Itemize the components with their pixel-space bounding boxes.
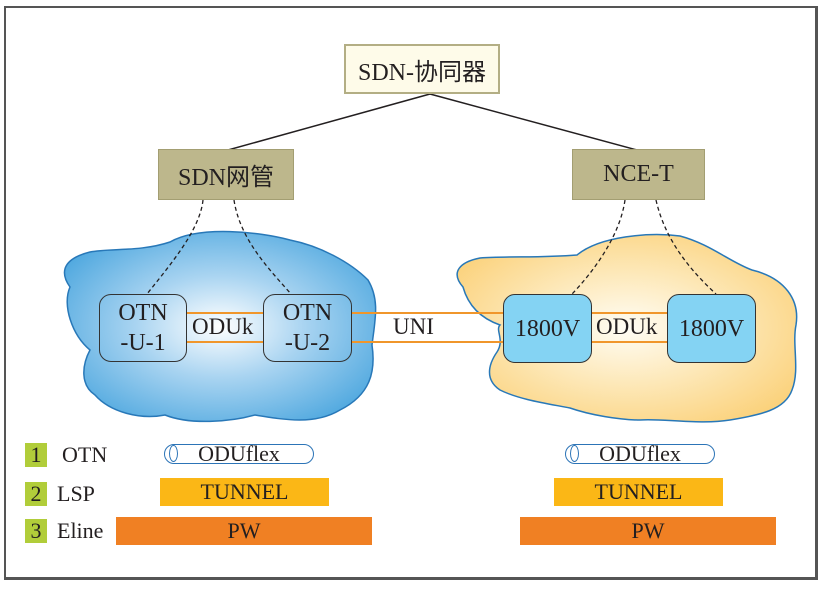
otn-u-2-line1: OTN [282, 300, 333, 326]
1800v-oduk-label: ODUk [596, 314, 658, 339]
legend-number-2: 2 [25, 482, 47, 506]
otn-oduk-label: ODUk [192, 314, 254, 339]
controller-to-nce-line [429, 93, 638, 151]
controller-to-sdn-manager-line [227, 93, 431, 151]
pw-bar-left: PW [116, 517, 372, 545]
tunnel-label-left: TUNNEL [200, 479, 289, 504]
oduflex-pipe-right: ODUflex [565, 441, 715, 466]
otn-u-1-line1: OTN [118, 300, 168, 326]
sdn-manager-to-otn-u-2-dashed [233, 199, 292, 295]
legend-name-lsp: LSP [57, 481, 95, 506]
otn-domain-cloud [63, 230, 377, 423]
otn-u-2-node[interactable]: OTN -U-2 [263, 294, 352, 362]
sdn-controller-label: SDN-协同器 [357, 59, 486, 86]
sdn-controller-box[interactable]: SDN-协同器 [344, 44, 500, 94]
tunnel-bar-right: TUNNEL [554, 478, 723, 506]
pipe-end-cap-icon [169, 445, 178, 462]
legend-number-1: 1 [25, 443, 47, 467]
1800v-node-b[interactable]: 1800V [667, 294, 756, 363]
otn-u-2-line2: -U-2 [284, 330, 331, 356]
uni-label: UNI [393, 314, 434, 339]
tunnel-label-right: TUNNEL [594, 479, 683, 504]
oduflex-label-left: ODUflex [198, 441, 280, 466]
legend-name-eline: Eline [57, 518, 104, 543]
figure-border [4, 6, 818, 580]
nce-t-box[interactable]: NCE-T [572, 149, 705, 200]
nce-t-label: NCE-T [603, 161, 674, 187]
nce-to-1800v-a-dashed [571, 199, 626, 295]
1800v-node-a-label: 1800V [514, 315, 581, 342]
otn-u-1-node[interactable]: OTN -U-1 [99, 294, 187, 362]
nce-to-1800v-b-dashed [655, 199, 717, 295]
1800v-node-a[interactable]: 1800V [503, 294, 592, 363]
sdn-manager-box[interactable]: SDN网管 [158, 149, 294, 200]
tunnel-bar-left: TUNNEL [160, 478, 329, 506]
1800v-domain-cloud [456, 233, 798, 423]
legend-name-otn: OTN [62, 442, 108, 467]
pw-label-left: PW [227, 518, 261, 543]
oduflex-pipe-left: ODUflex [164, 441, 314, 466]
pw-label-right: PW [631, 518, 665, 543]
sdn-manager-to-otn-u-1-dashed [146, 199, 204, 295]
legend-number-3: 3 [25, 519, 47, 543]
1800v-node-b-label: 1800V [678, 315, 745, 342]
sdn-manager-label: SDN网管 [177, 165, 274, 191]
otn-u-1-line2: -U-1 [120, 330, 166, 356]
pipe-end-cap-icon [570, 445, 579, 462]
pw-bar-right: PW [520, 517, 776, 545]
oduflex-label-right: ODUflex [599, 441, 681, 466]
